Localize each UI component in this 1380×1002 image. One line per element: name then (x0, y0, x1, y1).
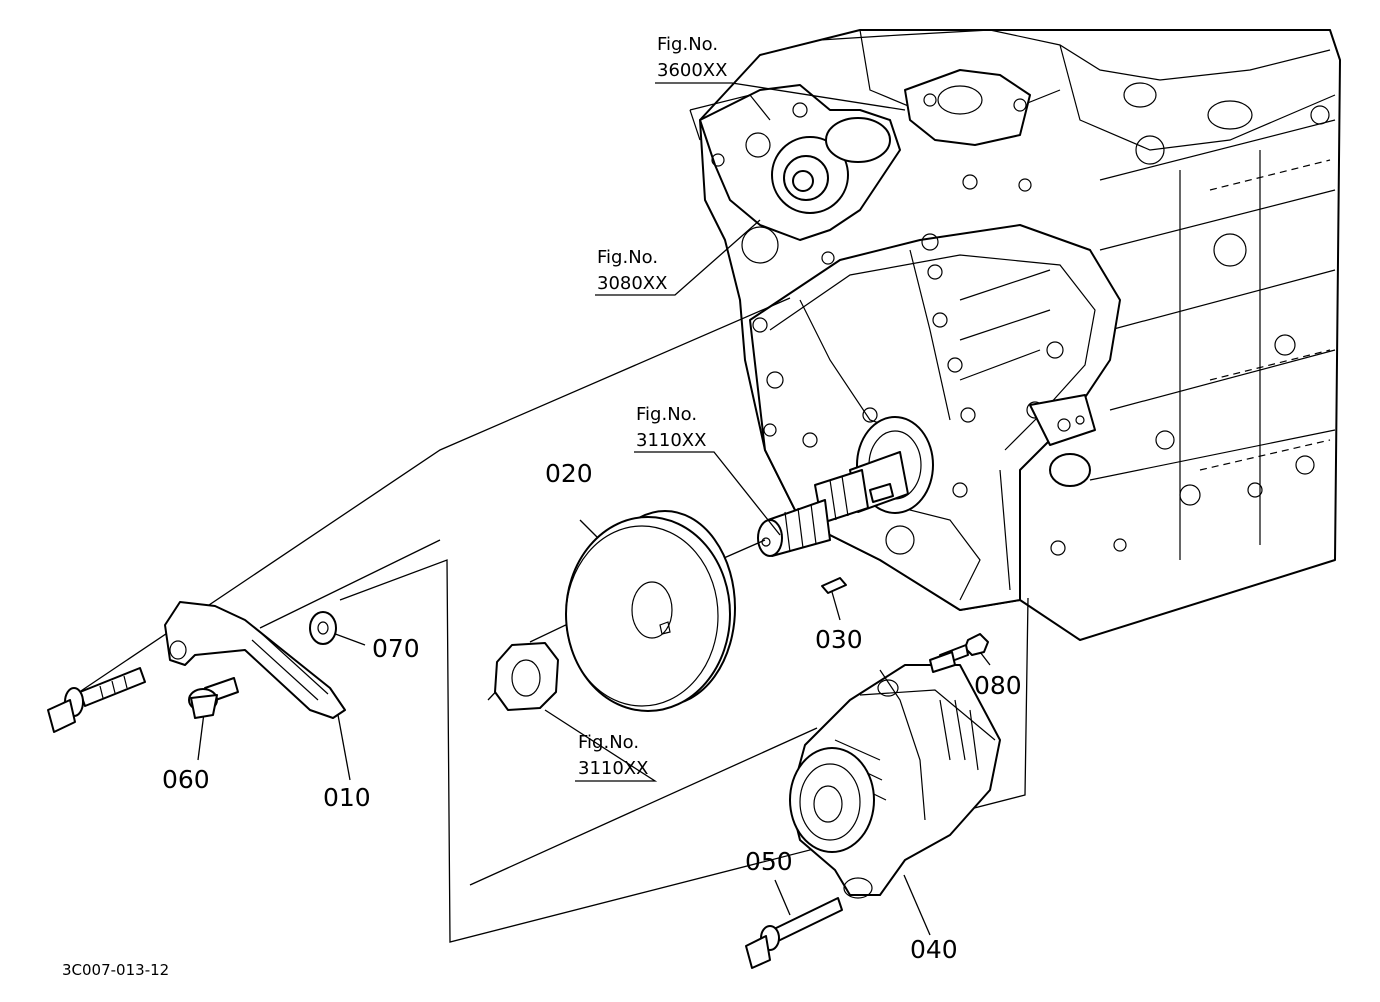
part-010-bracket (164, 601, 346, 719)
part-020-pulley (565, 510, 736, 712)
svg-text:Fig.No.: Fig.No. (636, 404, 697, 425)
drawing-code: 3C007-013-12 (62, 961, 169, 979)
part-050-bolt (745, 897, 843, 969)
fig-ref-3110xx-lower: Fig.No. 3110XX (544, 709, 658, 782)
svg-text:Fig.No.: Fig.No. (657, 34, 718, 55)
callout-070: 070 (372, 634, 420, 663)
svg-text:3080XX: 3080XX (597, 273, 667, 294)
callout-080: 080 (974, 671, 1022, 700)
svg-text:3110XX: 3110XX (578, 758, 648, 779)
part-060-bolt (188, 677, 239, 719)
svg-text:3110XX: 3110XX (636, 430, 706, 451)
fig-ref-3110xx-upper: Fig.No. 3110XX (634, 404, 781, 536)
callout-060: 060 (162, 765, 210, 794)
engine-block (689, 29, 1341, 641)
fig-ref-3080xx: Fig.No. 3080XX (595, 219, 761, 296)
callout-010: 010 (323, 783, 371, 812)
callout-labels: 020 070 030 080 060 010 050 040 (162, 459, 1022, 964)
callout-050: 050 (745, 847, 793, 876)
part-crank-nut (494, 642, 559, 711)
svg-text:3600XX: 3600XX (657, 60, 727, 81)
svg-text:Fig.No.: Fig.No. (597, 247, 658, 268)
callout-030: 030 (815, 625, 863, 654)
fig-ref-3600xx: Fig.No. 3600XX (655, 34, 906, 111)
part-030-key (821, 577, 847, 594)
part-070-washer (309, 611, 337, 645)
callout-040: 040 (910, 935, 958, 964)
svg-text:Fig.No.: Fig.No. (578, 732, 639, 753)
callout-020: 020 (545, 459, 593, 488)
part-040-alternator (789, 651, 1001, 899)
figure-references: Fig.No. 3600XX Fig.No. 3080XX Fig.No. 31… (544, 34, 906, 782)
part-long-bolt (47, 667, 146, 733)
